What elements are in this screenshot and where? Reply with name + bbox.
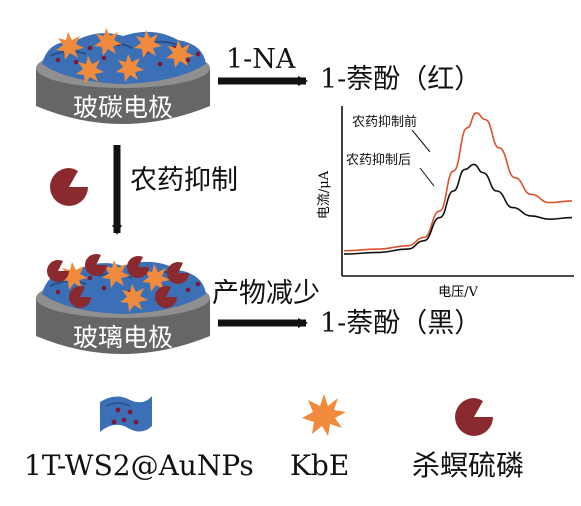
- bottom-electrode: 玻璃电极: [36, 253, 210, 354]
- series-label-before-leader: [411, 129, 431, 153]
- bottom-product-label: 1-萘酚（黑）: [320, 308, 482, 339]
- series-label-after-leader: [419, 167, 435, 187]
- legend-nanosheet-label: 1T-WS2@AuNPs: [24, 449, 254, 482]
- kbe-enzymes: [56, 28, 194, 84]
- series-line-0: [343, 112, 573, 252]
- reagent-label: 1-NA: [226, 44, 296, 75]
- decrease-label: 产物减少: [212, 278, 320, 309]
- series-label-before: 农药抑制前: [352, 114, 417, 130]
- top-electrode-label: 玻碳电极: [73, 93, 173, 122]
- bound-pesticides: [47, 253, 189, 308]
- legend-pesticide-label: 杀螟硫磷: [412, 449, 525, 482]
- voltammogram-chart: 农药抑制前 农药抑制后 电流/μA 电压/V: [317, 106, 574, 300]
- series-label-after: 农药抑制后: [346, 153, 411, 168]
- top-electrode: 玻碳电极: [36, 28, 210, 124]
- legend-kbe-icon: [302, 394, 346, 436]
- top-product-label: 1-萘酚（红）: [320, 64, 482, 95]
- legend-pesticide-icon: [455, 398, 493, 436]
- bottom-electrode-label: 玻璃电极: [73, 323, 173, 352]
- series-line-1: [343, 163, 573, 255]
- x-axis-label: 电压/V: [438, 285, 478, 300]
- pesticide-icon: [50, 168, 88, 206]
- legend-nanosheet-icon: [100, 396, 152, 432]
- inhibition-label: 农药抑制: [130, 165, 238, 196]
- legend-kbe-label: KbE: [290, 449, 350, 482]
- y-axis-label: 电流/μA: [317, 170, 332, 219]
